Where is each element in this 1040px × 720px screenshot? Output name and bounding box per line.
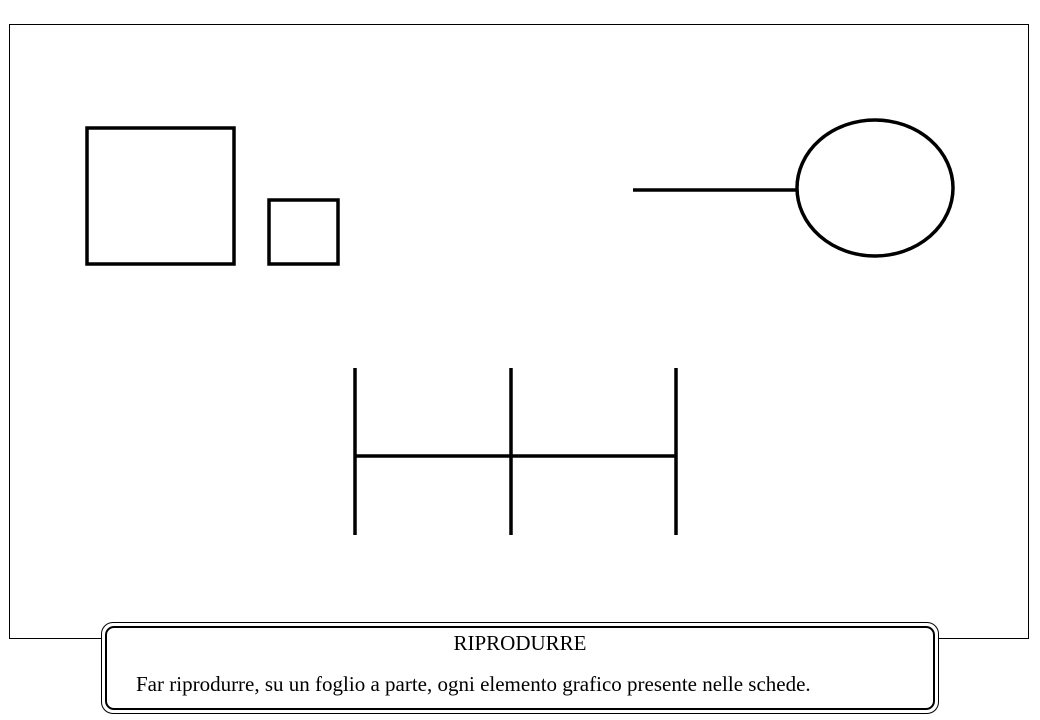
- caption-instruction: Far riprodurre, su un foglio a parte, og…: [136, 672, 811, 696]
- caption-inner-border: [105, 626, 935, 710]
- large-square: [85, 126, 236, 266]
- caption-box: RIPRODURRE Far riprodurre, su un foglio …: [101, 622, 939, 714]
- small-square: [267, 198, 340, 266]
- caption-title: RIPRODURRE: [453, 631, 587, 655]
- circle-shape: [795, 118, 955, 258]
